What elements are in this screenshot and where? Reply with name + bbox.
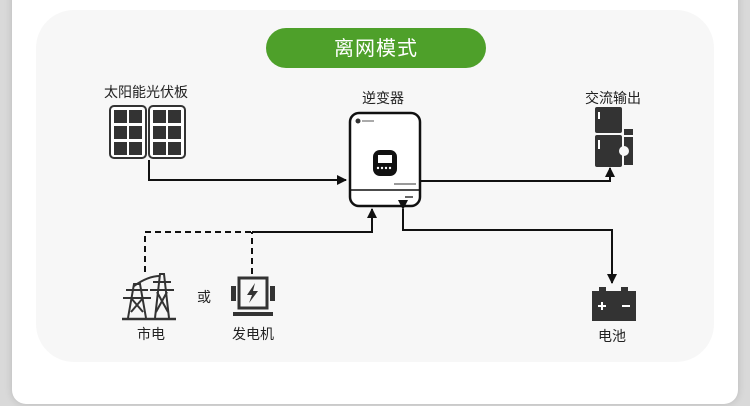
- battery-icon: [592, 287, 636, 321]
- ac-output-label: 交流输出: [585, 91, 641, 107]
- generator-icon: [231, 276, 275, 316]
- mode-badge: 离网模式: [266, 28, 486, 68]
- grid-dashed-line: [144, 231, 252, 272]
- appliances-icon: [595, 107, 633, 167]
- generator-label: 发电机: [232, 327, 274, 343]
- battery-label: 电池: [598, 329, 626, 345]
- inverter-to-battery-line: [398, 200, 617, 284]
- solar-label: 太阳能光伏板: [104, 85, 188, 101]
- inverter-label: 逆变器: [362, 91, 404, 107]
- solar-to-inverter-line: [148, 160, 347, 185]
- inverter-to-ac-line: [420, 167, 615, 182]
- power-tower-icon: [122, 273, 176, 321]
- solar-panel-icon: [109, 105, 186, 159]
- inverter-icon: [348, 111, 422, 208]
- grid-label: 市电: [137, 327, 165, 343]
- ac-input-to-inverter-line: [252, 208, 377, 233]
- or-label: 或: [197, 290, 211, 306]
